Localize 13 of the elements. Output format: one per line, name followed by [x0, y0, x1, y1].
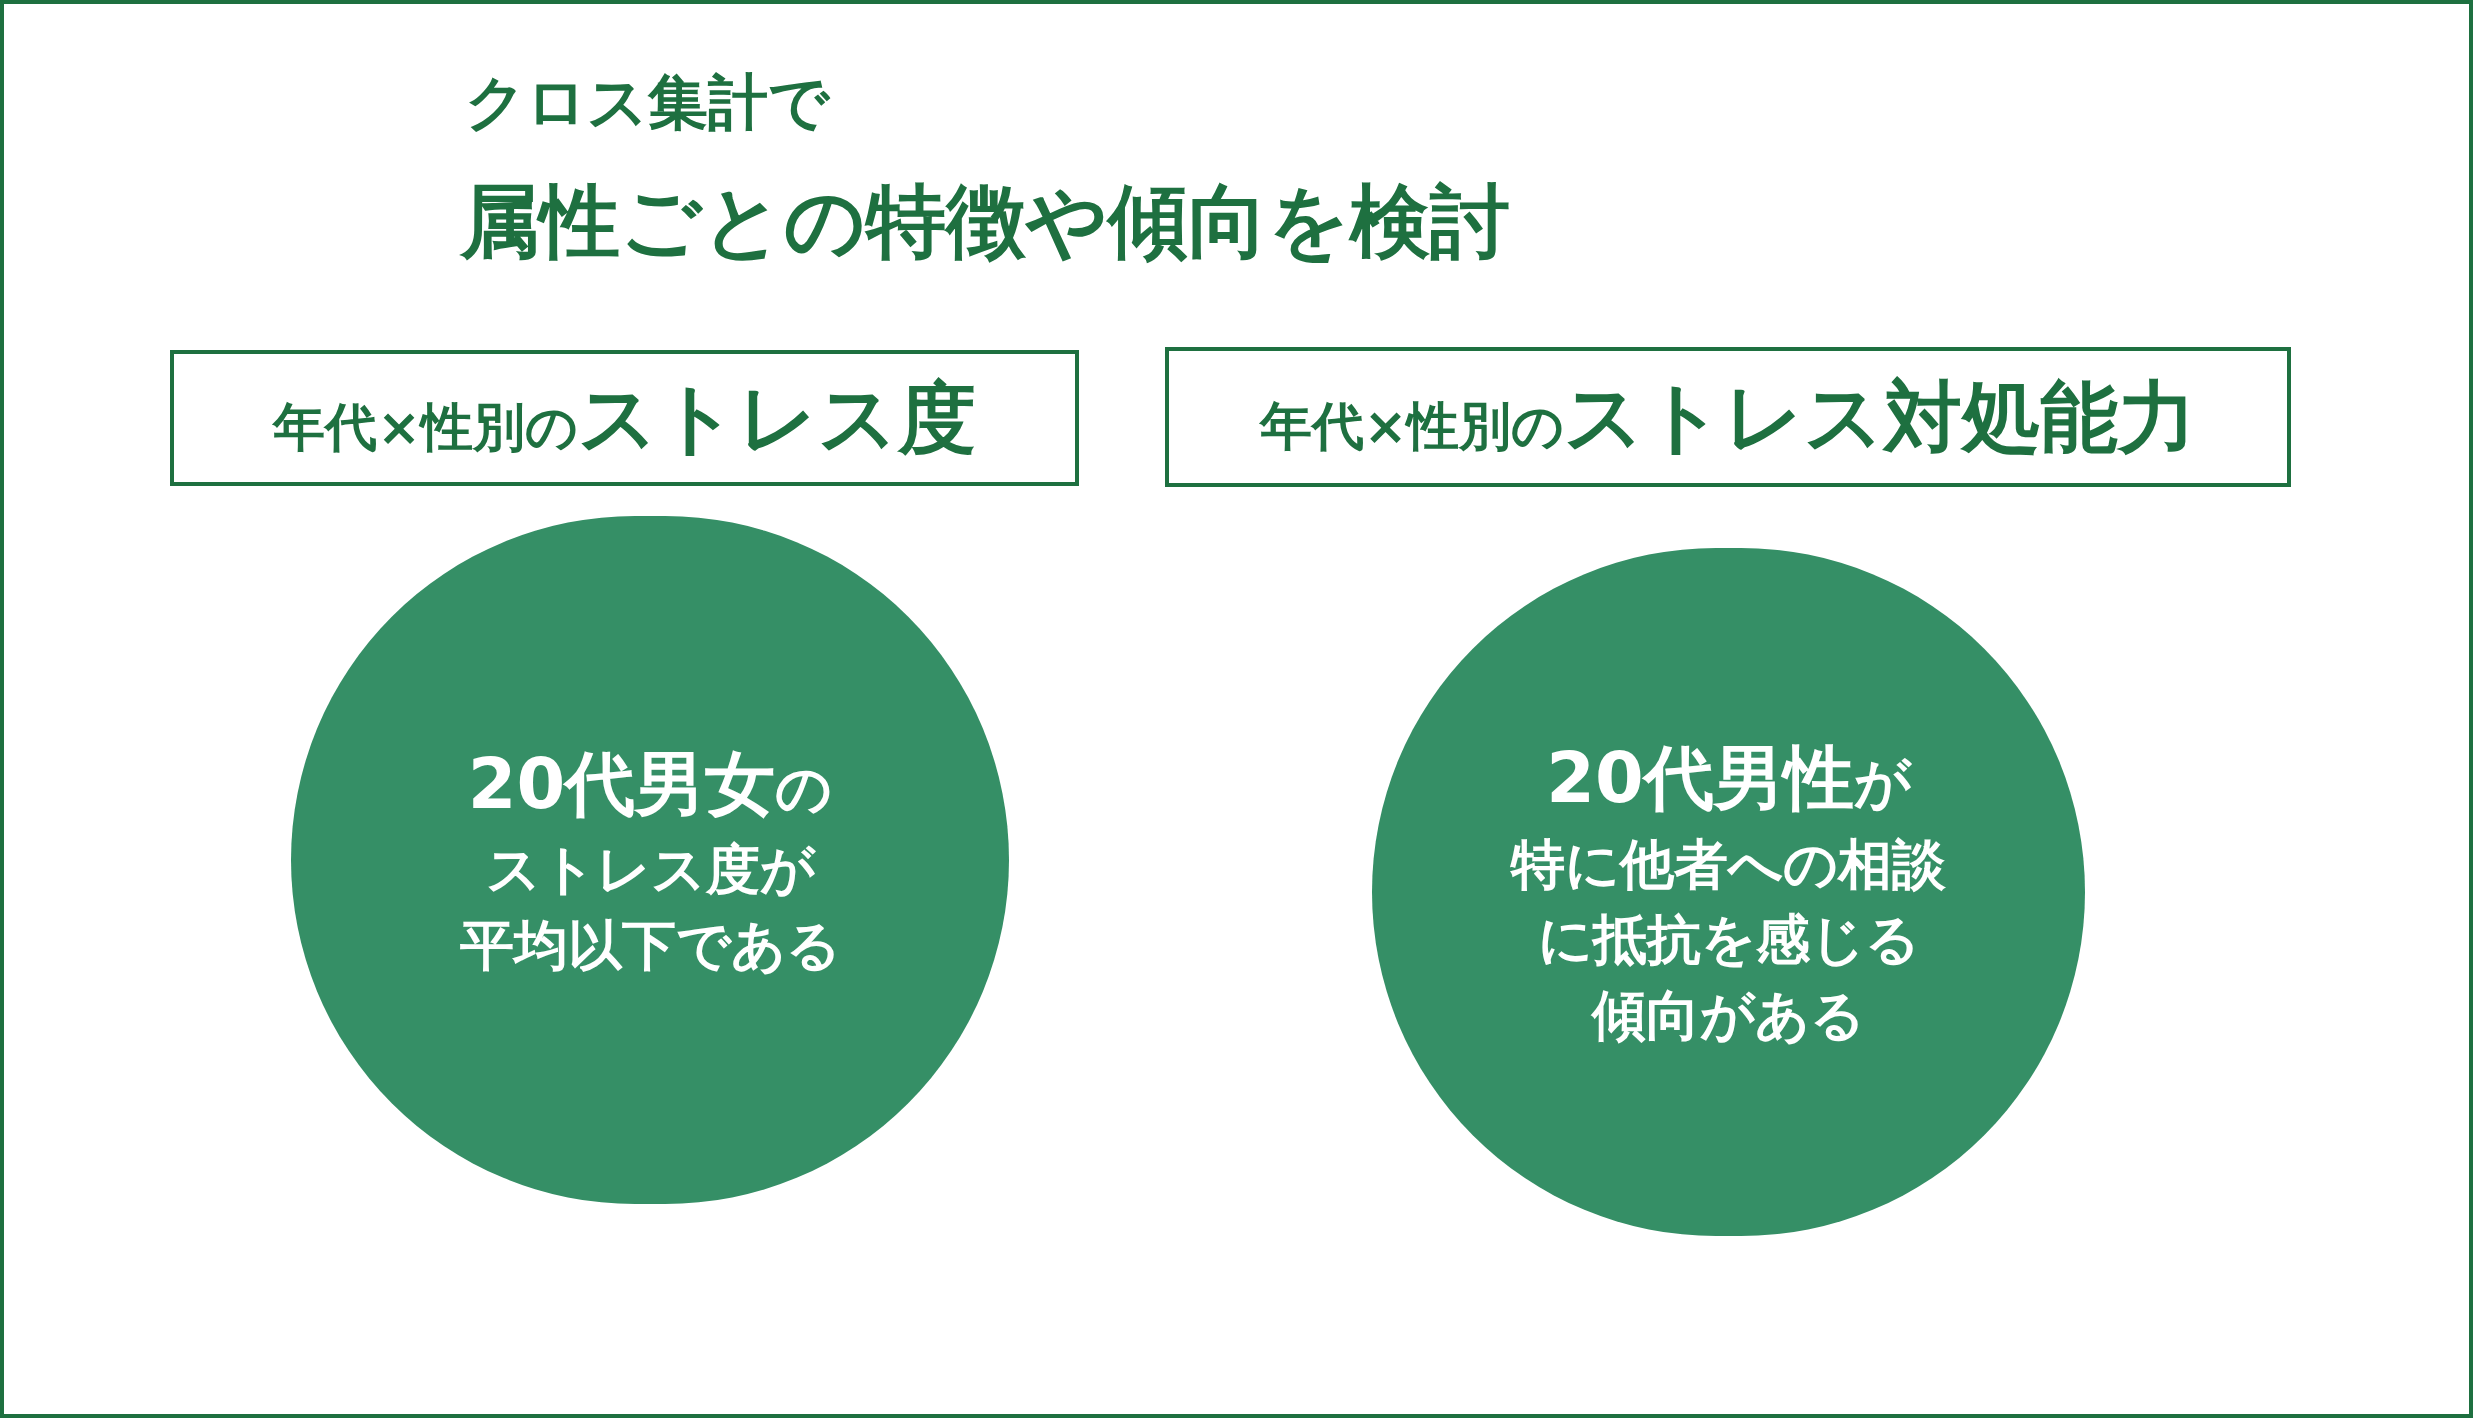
- circle-text: 平均以下である: [459, 912, 841, 979]
- heading-box: [170, 350, 1079, 486]
- subtitle: クロス集計で: [465, 72, 829, 132]
- heading-box: [1165, 347, 2291, 487]
- box-heading: 年代×性別のストレス対処能力: [1259, 370, 2197, 464]
- circle-text: に抵抗を感じる: [1537, 907, 1920, 973]
- circle-text: 20代男女の: [467, 741, 833, 827]
- circle-text: ストレス度が: [485, 837, 815, 904]
- box-heading: 年代×性別のストレス度: [273, 371, 976, 465]
- circle-text: 20代男性が: [1546, 736, 1911, 821]
- circle-text: 傾向がある: [1592, 982, 1865, 1049]
- circle-text: 特に他者への相談: [1511, 831, 1946, 898]
- title: 属性ごとの特徴や傾向を検討: [460, 182, 1510, 262]
